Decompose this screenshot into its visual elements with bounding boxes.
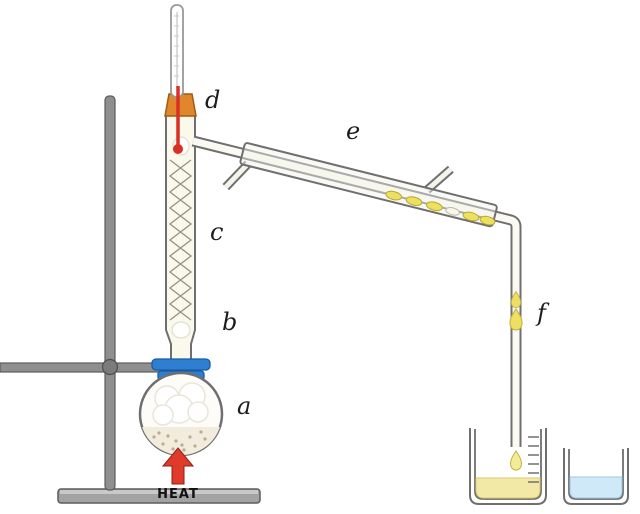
drop-icon — [385, 190, 403, 201]
label-thermometer: d — [205, 86, 220, 114]
collected-distillate — [475, 477, 541, 499]
drop-icon — [510, 450, 522, 471]
beaker-inner-wall — [568, 449, 624, 500]
thermometer-scale — [174, 15, 179, 77]
label-delivery-tube: f — [535, 299, 550, 327]
drop-icon — [479, 215, 496, 226]
drop-icon — [426, 201, 443, 212]
part-labels: a b c d e f — [205, 86, 550, 420]
collection-beaker-left — [469, 428, 547, 505]
beaker-inner-wall — [474, 429, 542, 500]
retort-stand — [0, 95, 261, 504]
graduation-marks — [528, 436, 539, 483]
stopper — [164, 93, 197, 117]
beaker-outer-wall — [469, 428, 547, 505]
boiling-chips — [152, 430, 207, 452]
vapour-cloud — [171, 321, 191, 339]
drop-icon — [445, 207, 461, 216]
stand-rod — [104, 95, 116, 491]
heat-arrow-icon — [161, 447, 195, 485]
condensate-drops — [385, 190, 496, 226]
column-packing-zigzag-2 — [168, 159, 193, 321]
stand-crossbar — [0, 362, 163, 373]
drop-icon — [462, 211, 480, 222]
water-outlet-icon — [223, 162, 250, 189]
condenser — [222, 142, 498, 228]
thermometer — [170, 4, 184, 154]
boiling-vapour — [152, 382, 209, 426]
flask-liquid — [142, 427, 220, 456]
heat-label: HEAT — [157, 487, 199, 502]
column-packing-zigzag-1 — [168, 159, 193, 321]
clamp-upper — [151, 358, 211, 371]
label-column-joint: b — [222, 308, 237, 336]
drop-icon — [405, 196, 423, 207]
round-bottom-flask — [138, 371, 224, 457]
tube-bore — [192, 137, 520, 447]
delivery-tube — [191, 135, 522, 447]
label-column: c — [210, 218, 223, 246]
thermometer-bulb — [173, 144, 183, 154]
water-inlet-icon — [425, 167, 453, 192]
label-condenser: e — [346, 117, 360, 145]
collection-beaker-right — [563, 448, 629, 505]
heat-source: HEAT — [157, 447, 199, 502]
label-flask: a — [237, 392, 251, 420]
beaker-outer-wall — [563, 448, 629, 505]
clamp-knob — [101, 358, 119, 376]
second-fraction-liquid — [569, 476, 623, 499]
stand-base-highlight — [60, 490, 258, 494]
